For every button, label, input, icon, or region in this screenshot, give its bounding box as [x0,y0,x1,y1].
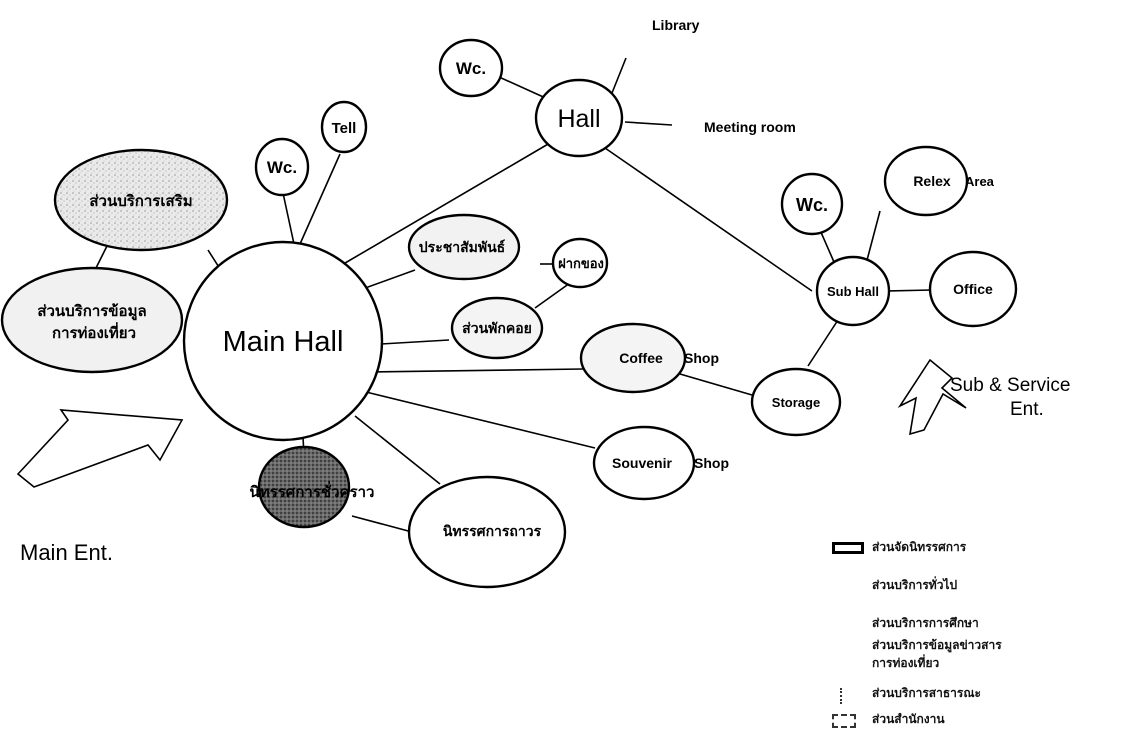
link-relex-subhall [865,210,881,265]
link-subhall-storage [807,319,839,367]
label-tourist-info-line2: การท่องเที่ยว [52,322,136,342]
label-perm-exhibit: นิทรรศการถาวร [443,523,542,539]
node-office [928,250,1018,328]
main-entrance-arrow [16,409,184,488]
node-hall [534,78,624,158]
link-temp-perm [351,515,413,533]
legend-swatch-solid [832,542,864,554]
label-sub-hall: Sub Hall [827,284,879,299]
node-wc-left [254,137,310,197]
main-entrance-label: Main Ent. [20,540,113,565]
outside-labels: Library Meeting room Area Shop Shop [652,17,995,471]
link-wc-mainhall [282,192,295,245]
label-hall: Hall [557,105,600,133]
node-deposit [551,237,609,289]
sub-entrance-arrow [897,358,967,436]
label-deposit: ฝากของ [558,256,604,271]
node-main-hall [182,240,384,442]
link-hall-subhall [604,147,813,292]
node-pr [407,213,521,281]
legend-swatch-dotted [840,688,846,704]
node-rest [450,296,544,360]
link-mainhall-permexhibit [354,415,441,485]
label-wc-top: Wc. [456,59,486,78]
node-wc-right [780,172,844,236]
label-storage: Storage [772,395,820,410]
sub-entrance-label-line2: Ent. [1010,399,1044,420]
label-souvenir: Souvenir [612,455,672,471]
node-wc-top [438,38,504,98]
label-pr: ประชาสัมพันธ์ [419,239,505,255]
label-main-hall: Main Hall [223,326,344,358]
legend-label-education: ส่วนบริการการศึกษา [872,616,979,630]
link-tell-mainhall [299,153,341,245]
label-rest: ส่วนพักคอย [462,320,532,336]
node-storage [750,367,842,437]
label-supplementary-services: ส่วนบริการเสริม [89,192,192,210]
link-mainhall-coffee [367,368,584,373]
link-hall-mainhall [339,139,556,267]
label-library: Library [652,17,700,33]
link-wc-subhall [819,229,835,263]
node-perm-exhibit [407,475,567,589]
node-tell [320,100,368,154]
node-coffee [579,322,687,394]
link-hall-meeting [624,121,673,126]
legend-label-public: ส่วนบริการสาธารณะ [872,686,981,700]
legend-label-tourist-info: ส่วนบริการข้อมูลข่าวสาร [872,638,1002,652]
label-souvenir-shop: Shop [694,455,729,471]
node-labels: Main Hall Hall Wc. Tell Wc. ส่วนบริการเส… [37,59,993,539]
node-temp-exhibit [257,445,351,529]
legend-label-tourist-info-2: การท่องเที่ยว [872,656,940,670]
link-subhall-office [887,289,933,292]
label-wc-left: Wc. [267,158,297,177]
link-deposit-rest [534,282,571,309]
label-meeting-room: Meeting room [704,119,796,135]
label-temp-exhibit: นิทรรศการชั่วคราว [250,481,375,501]
label-coffee: Coffee [619,350,663,366]
label-tell: Tell [332,120,357,137]
node-tourist-info [0,266,184,374]
link-coffee-storage [679,373,753,396]
legend-label-general: ส่วนบริการทั่วไป [872,578,958,592]
legend-swatch-dashed [832,714,856,728]
node-supplementary-services [53,148,229,252]
bubbles [0,38,1018,589]
label-relex: Relex [913,173,951,189]
label-wc-right: Wc. [796,195,828,215]
label-office: Office [953,281,993,297]
legend-label-office: ส่วนสำนักงาน [872,712,945,726]
label-coffee-shop: Shop [684,350,719,366]
node-souvenir [592,425,696,501]
link-hall-library [611,57,627,94]
legend-label-exhibition: ส่วนจัดนิทรรศการ [872,540,967,554]
entrance-arrows [16,358,967,488]
node-sub-hall [815,255,891,327]
node-relex [883,145,969,217]
sub-entrance-label-line1: Sub & Service [950,375,1071,396]
link-mainhall-souvenir [365,391,596,449]
label-area: Area [965,174,995,189]
label-tourist-info-line1: ส่วนบริการข้อมูล [37,302,146,321]
